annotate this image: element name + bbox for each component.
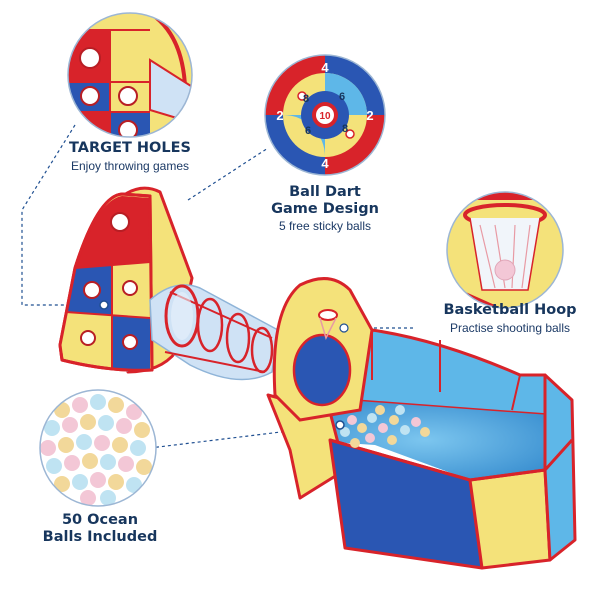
ball-dart-subtitle: 5 free sticky balls [278,219,372,234]
ball-dart-label: Ball Dart Game Design 5 free sticky ball… [255,184,395,234]
callout-dot-target [99,300,109,310]
dartboard-closeup [264,54,386,176]
dart-outer-number: 4 [321,60,329,75]
hoop-frame [272,277,374,422]
dart-outer-number: 4 [321,156,329,171]
dart-outer-number: 2 [366,108,373,123]
callout-dot-ocean [335,420,345,430]
pit-balls [340,405,430,448]
basketball-hoop-label: Basketball Hoop Practise shooting balls [430,302,590,335]
ocean-balls-title-line2: Balls Included [42,528,158,545]
basketball-hoop-subtitle: Practise shooting balls [449,320,571,335]
dart-inner-number: 6 [305,125,311,137]
dart-inner-number: 6 [339,91,345,103]
ball-dart-title-line1: Ball Dart [289,184,361,200]
dart-inner-number: 8 [342,123,348,135]
basketball-hoop-closeup [446,191,564,309]
target-holes-subtitle: Enjoy throwing games [70,158,190,173]
ocean-balls-title-line1: 50 Ocean [61,512,139,528]
dart-outer-number: 2 [276,108,283,123]
target-holes-label: TARGET HOLES Enjoy throwing games [50,140,210,173]
basketball-hoop-title: Basketball Hoop [443,302,577,318]
target-holes-title: TARGET HOLES [69,140,191,156]
ball-pit [266,328,577,570]
target-holes-closeup [67,12,193,138]
ocean-balls-closeup [39,389,157,507]
play-tent [58,186,194,374]
ball-dart-title-line2: Game Design [271,200,379,217]
dart-inner-number: 8 [303,93,309,105]
dartboard-numbers: 10 6 8 6 8 4 2 2 4 [276,60,373,171]
ocean-balls-label: 50 Ocean Balls Included [30,512,170,545]
dart-center-number: 10 [319,111,331,122]
crawl-tunnel [149,284,279,381]
